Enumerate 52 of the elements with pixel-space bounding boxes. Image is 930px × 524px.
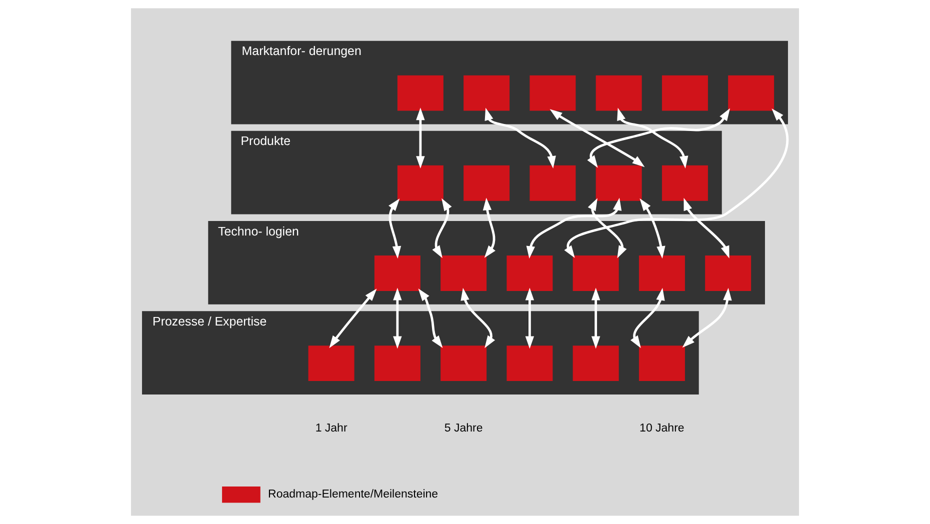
legend-label: Roadmap-Elemente/Meilensteine bbox=[268, 488, 438, 501]
cluster: Techno- logien bbox=[208, 221, 765, 304]
node-box bbox=[440, 256, 487, 291]
cluster: Prozesse / Expertise bbox=[142, 311, 699, 394]
node-box bbox=[728, 75, 774, 111]
arrow bbox=[432, 198, 452, 258]
arrow bbox=[416, 108, 425, 169]
label: 1 Jahr bbox=[315, 422, 348, 434]
arrow bbox=[329, 288, 377, 348]
arrow bbox=[388, 198, 402, 259]
arrow bbox=[682, 288, 732, 348]
arrow bbox=[564, 108, 788, 258]
arrow bbox=[684, 198, 730, 258]
arrow bbox=[630, 288, 665, 348]
arrow bbox=[640, 198, 666, 259]
label: 5 Jahre bbox=[444, 422, 483, 434]
node-box bbox=[397, 75, 444, 111]
cluster: Marktanfor- derungen bbox=[231, 40, 788, 124]
arrow bbox=[418, 288, 443, 348]
node-box bbox=[440, 346, 487, 382]
arrow bbox=[393, 288, 402, 349]
arrow bbox=[591, 288, 600, 349]
node-box bbox=[662, 165, 708, 201]
node-box bbox=[464, 165, 510, 201]
arrow bbox=[526, 198, 622, 259]
arrow bbox=[525, 288, 534, 349]
node-box bbox=[506, 256, 553, 291]
node-box bbox=[662, 75, 708, 111]
node-box bbox=[308, 346, 354, 382]
arrow bbox=[484, 108, 556, 169]
arrow bbox=[588, 198, 627, 258]
arrow bbox=[617, 108, 688, 169]
arrow bbox=[587, 108, 730, 168]
node-box bbox=[530, 75, 576, 111]
node-box bbox=[572, 346, 619, 382]
node-box bbox=[638, 256, 685, 291]
node-box bbox=[572, 256, 619, 291]
node-box bbox=[464, 75, 510, 111]
node-box bbox=[638, 346, 685, 382]
label: 10 Jahre bbox=[640, 422, 684, 434]
cluster: Produkte bbox=[231, 130, 722, 214]
node-box bbox=[374, 346, 420, 382]
node-box bbox=[596, 75, 642, 111]
node-box bbox=[530, 165, 576, 201]
arrow bbox=[460, 288, 496, 348]
node-box bbox=[397, 165, 444, 201]
node-box bbox=[374, 256, 420, 291]
node-box bbox=[506, 346, 553, 382]
node-box bbox=[705, 256, 752, 291]
node-box bbox=[596, 165, 642, 201]
arrow bbox=[482, 198, 496, 258]
arrow bbox=[550, 109, 645, 168]
